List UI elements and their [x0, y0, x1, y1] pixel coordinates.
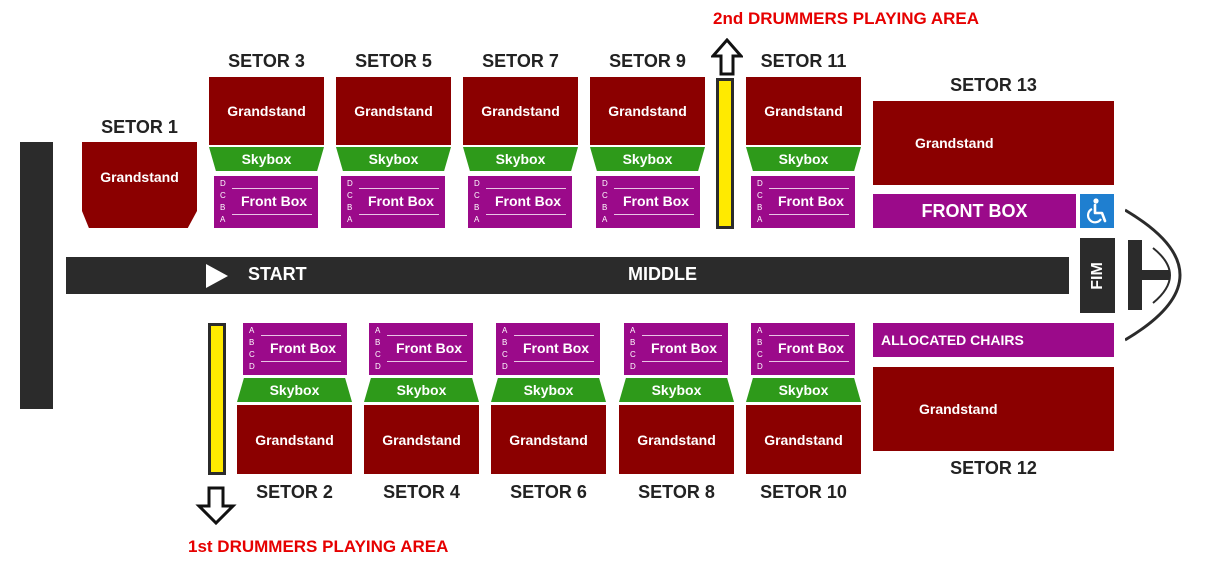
- end-arc: [1125, 208, 1182, 342]
- setor-3-skybox: Skybox: [209, 147, 324, 171]
- setor-4-grandstand: Grandstand: [364, 405, 479, 474]
- main-track: [66, 257, 1069, 294]
- setor-4-label: SETOR 4: [383, 482, 460, 502]
- left-barrier: [20, 142, 53, 409]
- setor-10-grandstand: Grandstand: [746, 405, 861, 474]
- setor-7-grandstand: Grandstand: [463, 77, 578, 145]
- setor-9-skybox: Skybox: [590, 147, 705, 171]
- front-box-label: Front Box: [269, 340, 337, 356]
- setor-8-grandstand: Grandstand: [619, 405, 734, 474]
- setor-13-label: SETOR 13: [950, 75, 1037, 95]
- setor-2-grandstand: Grandstand: [237, 405, 352, 474]
- setor-1-grandstand-base: [82, 211, 197, 228]
- middle-label: MIDDLE: [628, 264, 697, 284]
- setor-13-front-box: FRONT BOX: [873, 194, 1076, 228]
- setor-11-grandstand: Grandstand: [746, 77, 861, 145]
- front-box-label: Front Box: [622, 193, 690, 209]
- front-box-label: Front Box: [777, 193, 845, 209]
- setor-3-label: SETOR 3: [228, 51, 305, 71]
- setor-5-label: SETOR 5: [355, 51, 432, 71]
- setor-10-label: SETOR 10: [760, 482, 847, 502]
- setor-6-label: SETOR 6: [510, 482, 587, 502]
- setor-2-skybox: Skybox: [237, 378, 352, 402]
- setor-4-skybox: Skybox: [364, 378, 479, 402]
- arrow-down-icon: [195, 486, 237, 526]
- end-label: FIM: [1088, 261, 1106, 290]
- setor-5-grandstand: Grandstand: [336, 77, 451, 145]
- setor-12-grandstand: Grandstand: [873, 367, 1114, 451]
- setor-3-grandstand: Grandstand: [209, 77, 324, 145]
- front-box-label: Front Box: [777, 340, 845, 356]
- front-box-label: Front Box: [395, 340, 463, 356]
- second-drummers-area: [716, 78, 734, 229]
- setor-7-skybox: Skybox: [463, 147, 578, 171]
- setor-6-skybox: Skybox: [491, 378, 606, 402]
- wheelchair-icon: [1080, 194, 1114, 228]
- setor-2-label: SETOR 2: [256, 482, 333, 502]
- setor-9-label: SETOR 9: [609, 51, 686, 71]
- setor-11-label: SETOR 11: [760, 51, 847, 71]
- setor-7-label: SETOR 7: [482, 51, 559, 71]
- setor-8-skybox: Skybox: [619, 378, 734, 402]
- second-drummers-title: 2nd DRUMMERS PLAYING AREA: [713, 9, 980, 28]
- first-drummers-area: [208, 323, 226, 475]
- setor-10-skybox: Skybox: [746, 378, 861, 402]
- play-icon: [206, 264, 228, 288]
- setor-1-label: SETOR 1: [101, 117, 178, 137]
- front-box-label: Front Box: [494, 193, 562, 209]
- front-box-label: Front Box: [522, 340, 590, 356]
- front-box-label: Front Box: [650, 340, 718, 356]
- setor-11-skybox: Skybox: [746, 147, 861, 171]
- setor-5-skybox: Skybox: [336, 147, 451, 171]
- setor-9-grandstand: Grandstand: [590, 77, 705, 145]
- setor-12-allocated-chairs: ALLOCATED CHAIRS: [873, 323, 1114, 357]
- end-block: FIM: [1080, 238, 1115, 313]
- arrow-up-icon: [711, 38, 743, 76]
- first-drummers-title: 1st DRUMMERS PLAYING AREA: [188, 537, 449, 556]
- setor-6-grandstand: Grandstand: [491, 405, 606, 474]
- setor-13-grandstand: Grandstand: [873, 101, 1114, 185]
- setor-8-label: SETOR 8: [638, 482, 715, 502]
- setor-12-label: SETOR 12: [950, 458, 1037, 478]
- start-label: START: [248, 264, 307, 284]
- front-box-label: Front Box: [240, 193, 308, 209]
- front-box-label: Front Box: [367, 193, 435, 209]
- setor-1-grandstand: Grandstand: [82, 142, 197, 211]
